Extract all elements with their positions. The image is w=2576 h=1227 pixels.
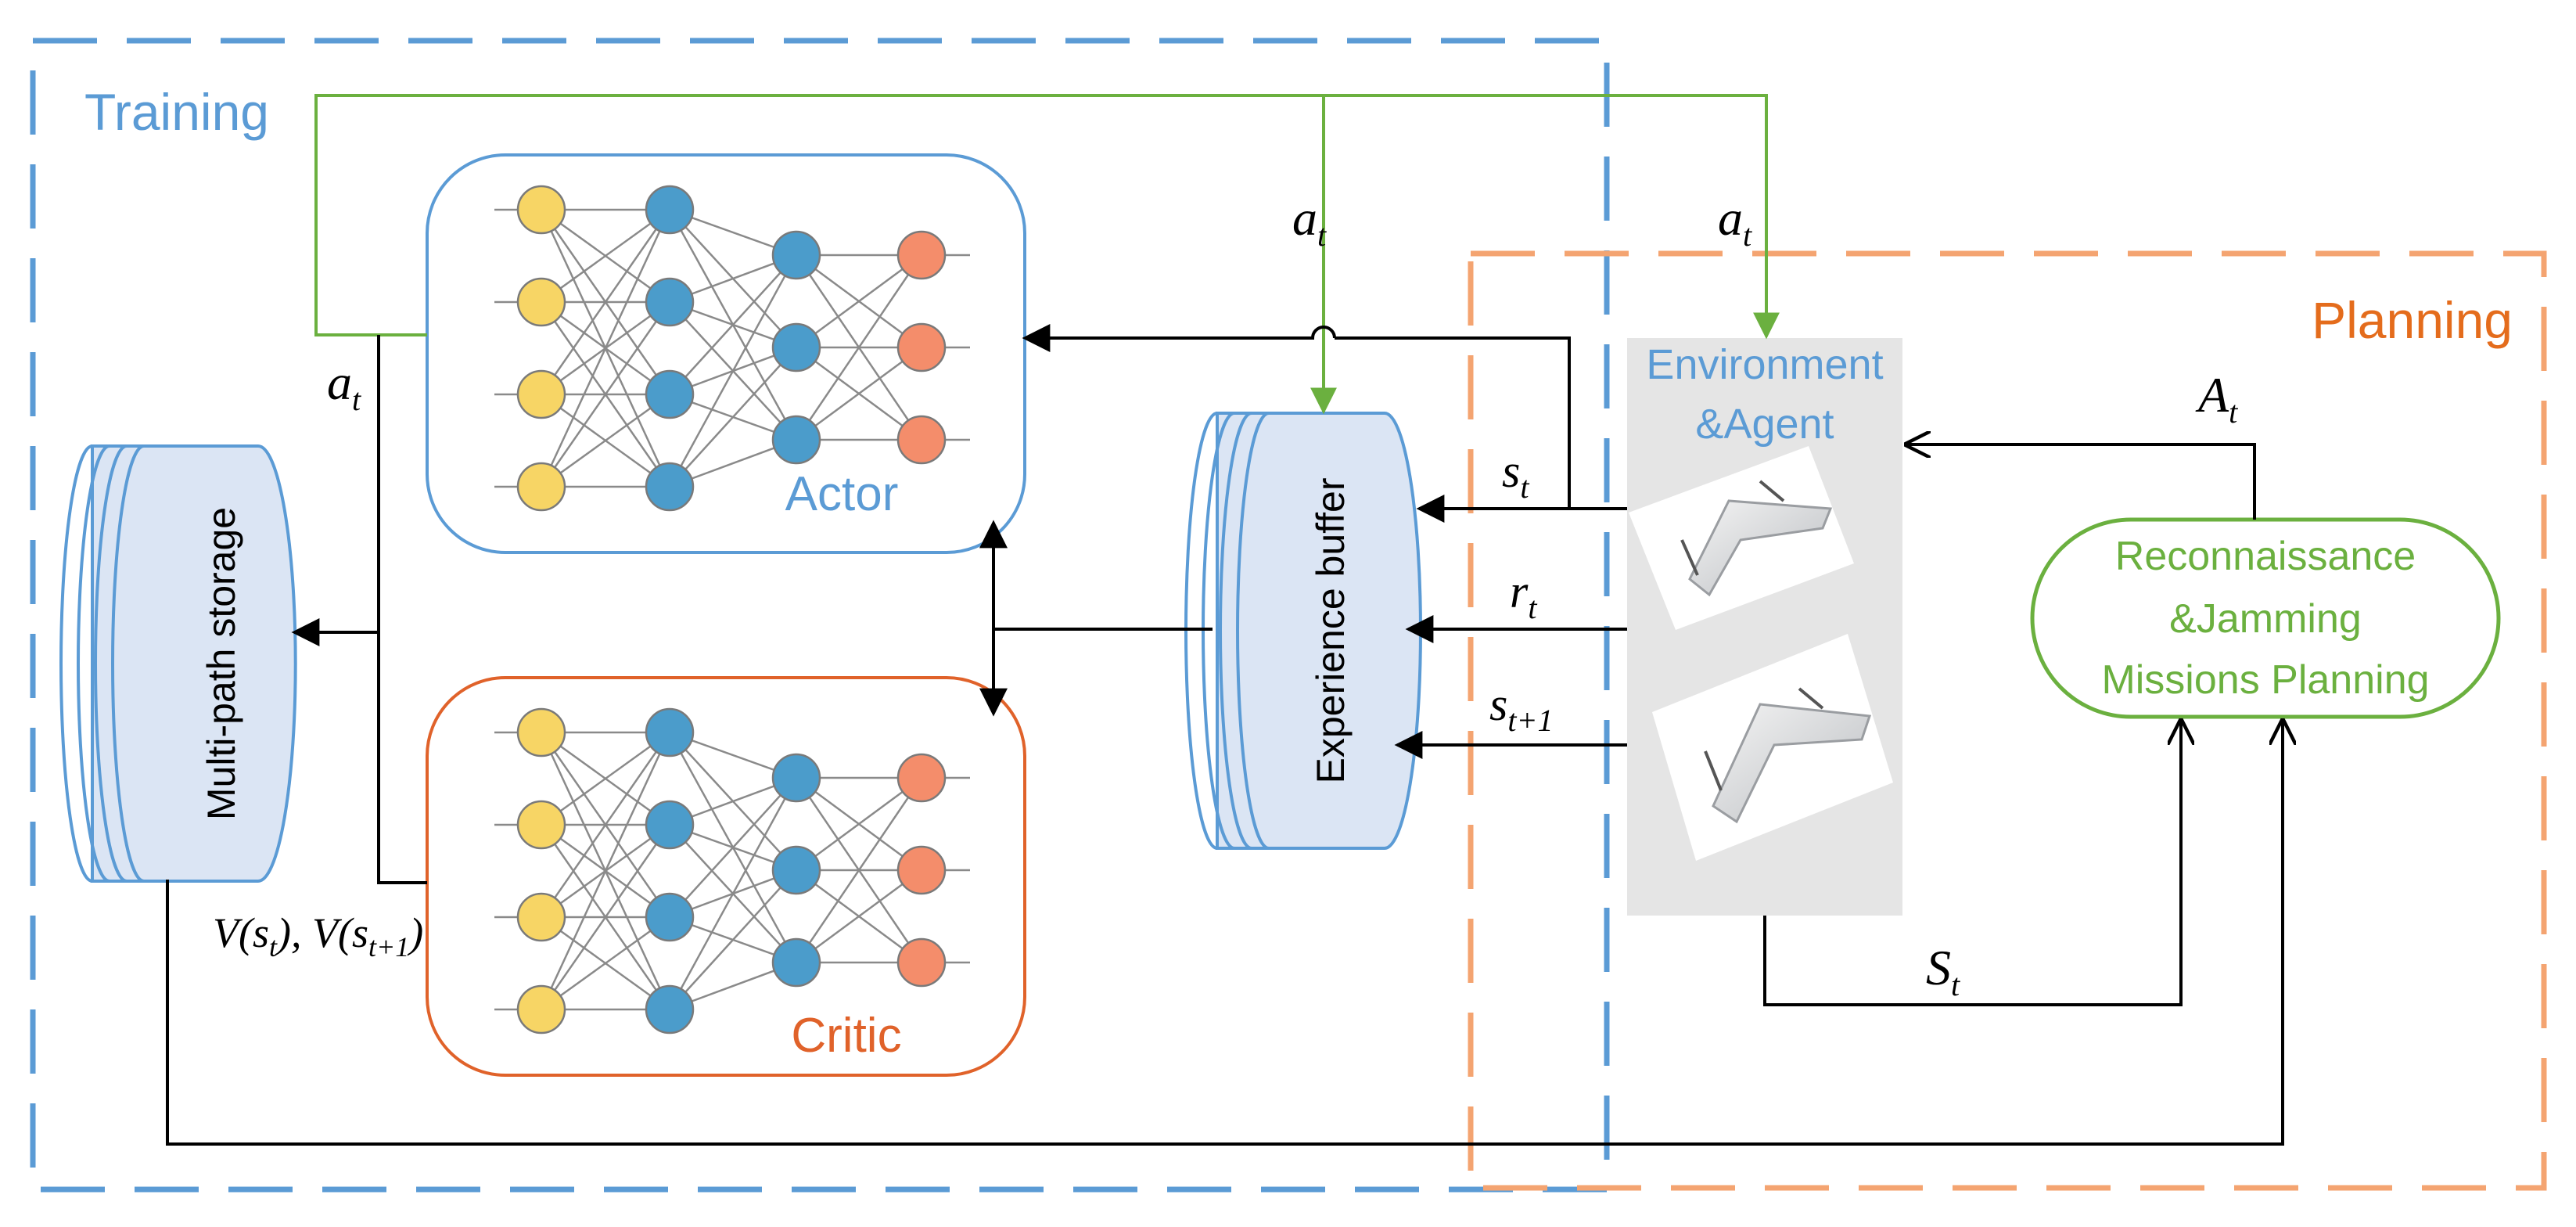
actor-network-node bbox=[896, 415, 947, 465]
critic-network-edge bbox=[668, 777, 798, 1010]
global-action-label: At bbox=[2195, 367, 2238, 430]
black-connection-lines bbox=[166, 326, 2284, 1146]
critic-network-edge bbox=[795, 777, 923, 963]
mission-label-line1: Reconnaissance bbox=[2115, 534, 2416, 579]
actor-network-node bbox=[516, 185, 566, 235]
critic-network-edge bbox=[540, 732, 671, 918]
value-function-label: V(st), V(st+1) bbox=[213, 909, 423, 963]
critic-network-edge bbox=[541, 916, 670, 1011]
critic-network-node bbox=[645, 892, 695, 942]
actor-network-node bbox=[645, 185, 695, 235]
actor-network-edge bbox=[540, 301, 671, 488]
actor-network-node bbox=[896, 322, 947, 372]
mission-label-line2: &Jamming bbox=[2169, 596, 2362, 642]
critic-network-node bbox=[645, 984, 695, 1034]
environment-label-line2: &Agent bbox=[1695, 401, 1834, 448]
critic-network-node bbox=[516, 892, 566, 942]
critic-network-edge bbox=[540, 732, 671, 1010]
actor-network-node bbox=[645, 369, 695, 419]
multipath-storage-cylinder bbox=[59, 444, 297, 883]
actor-network-edge bbox=[796, 254, 922, 349]
critic-network-edge bbox=[541, 731, 670, 826]
planning-label: Planning bbox=[2312, 291, 2513, 349]
critic-network-node bbox=[896, 937, 947, 988]
critic-box bbox=[426, 676, 1026, 1077]
actor-box bbox=[426, 153, 1026, 554]
actor-network-edge bbox=[795, 254, 923, 441]
action-label-left: at bbox=[327, 354, 361, 417]
actor-network-edge bbox=[541, 208, 670, 304]
mission-label-line3: Missions Planning bbox=[2101, 657, 2429, 703]
critic-label: Critic bbox=[791, 1009, 901, 1063]
mission-planning-box bbox=[2030, 517, 2501, 719]
multipath-storage-label: Multi-path storage bbox=[199, 507, 243, 820]
actor-network-edge bbox=[669, 254, 797, 395]
next-state-label: st+1 bbox=[1489, 678, 1553, 738]
actor-network-edge bbox=[668, 254, 798, 488]
experience-buffer-cylinder bbox=[1184, 412, 1422, 850]
global-state-label: St bbox=[1926, 940, 1960, 1002]
critic-network-node bbox=[516, 707, 566, 757]
actor-network-edge bbox=[540, 209, 671, 395]
critic-network-node bbox=[771, 845, 821, 895]
actor-network-edge bbox=[669, 347, 797, 488]
critic-network-node bbox=[771, 753, 821, 803]
critic-network-node bbox=[645, 707, 695, 757]
action-label-top-right: at bbox=[1718, 190, 1752, 253]
actor-network-node bbox=[771, 415, 821, 465]
training-label: Training bbox=[84, 83, 269, 141]
actor-network-node bbox=[771, 322, 821, 372]
critic-network-edge bbox=[669, 777, 797, 918]
critic-network-node bbox=[516, 800, 566, 850]
actor-network-edge bbox=[540, 209, 671, 488]
actor-network-node bbox=[516, 277, 566, 327]
critic-network-edge bbox=[540, 824, 671, 1010]
uav-image-2 bbox=[1652, 634, 1893, 861]
critic-network-edge bbox=[796, 869, 922, 964]
critic-network-edge bbox=[796, 776, 922, 872]
experience-buffer-label: Experience buffer bbox=[1309, 478, 1353, 784]
actor-network-node bbox=[645, 462, 695, 512]
environment-label-line1: Environment bbox=[1646, 341, 1883, 388]
green-action-lines bbox=[314, 94, 1768, 398]
critic-network-edge bbox=[669, 869, 797, 1010]
action-label-top-left: at bbox=[1292, 190, 1327, 253]
uav-image-1 bbox=[1629, 446, 1854, 630]
actor-network-node bbox=[896, 230, 947, 280]
critic-network-node bbox=[896, 845, 947, 895]
actor-network-edge bbox=[796, 346, 922, 441]
critic-network-node bbox=[645, 800, 695, 850]
training-region bbox=[30, 38, 1610, 1193]
critic-network-node bbox=[516, 984, 566, 1034]
actor-network-node bbox=[771, 230, 821, 280]
actor-network bbox=[494, 185, 970, 512]
state-label: st bbox=[1502, 445, 1529, 505]
actor-network-edge bbox=[541, 393, 670, 488]
actor-label: Actor bbox=[785, 467, 899, 521]
critic-network-node bbox=[771, 937, 821, 988]
critic-network-node bbox=[896, 753, 947, 803]
actor-network-node bbox=[645, 277, 695, 327]
reward-label: rt bbox=[1510, 566, 1537, 625]
actor-network-node bbox=[516, 369, 566, 419]
actor-network-node bbox=[516, 462, 566, 512]
planning-region bbox=[1468, 250, 2547, 1191]
critic-network bbox=[494, 707, 970, 1034]
